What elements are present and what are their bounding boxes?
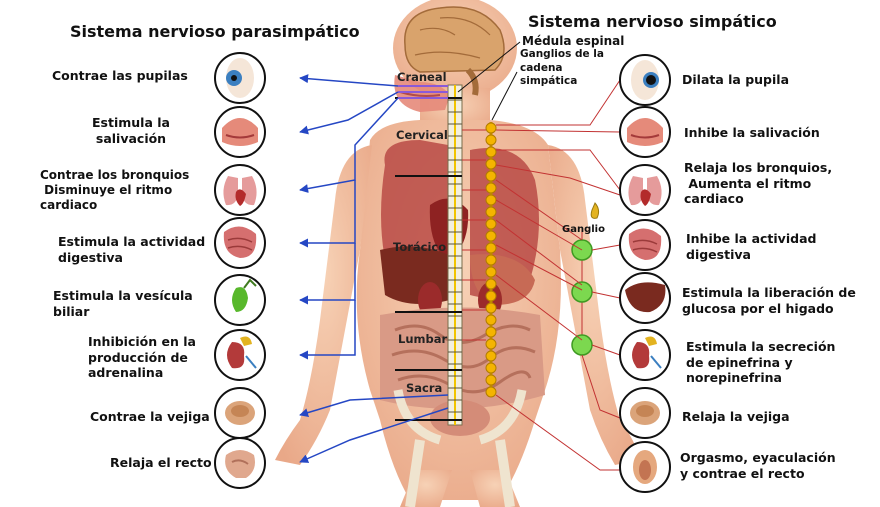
para-effect-adrenaline-line-1: Inhibición en la [88, 334, 196, 350]
symp-effect-salivation-line-1: Inhibe la salivación [684, 125, 820, 141]
para-effect-gallbladder: Estimula la vesícula biliar [53, 288, 193, 319]
para-effect-rectum-line-1: Relaja el recto [110, 455, 212, 471]
para-effect-adrenaline: Inhibición en la producción de adrenalin… [88, 334, 196, 381]
para-effect-digestion-line-2: digestiva [58, 250, 205, 266]
para-effect-bronchi-line-1: Contrae los bronquios [40, 168, 189, 183]
para-effect-digestion-line-1: Estimula la actividad [58, 234, 205, 250]
symp-effect-bronchi-line-1: Relaja los bronquios, [684, 160, 832, 176]
symp-effect-digestion-line-2: digestiva [686, 247, 816, 263]
left-organ-circles [215, 53, 265, 488]
genitals-icon [633, 450, 657, 484]
symp-effect-epinephrine-line-3: norepinefrina [686, 370, 835, 386]
para-effect-salivation: Estimula la salivación [92, 115, 170, 146]
symp-effect-pupil-line-1: Dilata la pupila [682, 72, 789, 88]
para-effect-bronchi: Contrae los bronquios Disminuye el ritmo… [40, 168, 189, 213]
region-toracico: Torácico [393, 240, 446, 254]
symp-effect-orgasm-line-1: Orgasmo, eyaculación [680, 450, 836, 466]
para-effect-salivation-line-2: salivación [92, 131, 170, 147]
right-organ-circles [620, 55, 670, 492]
region-sacra: Sacra [406, 381, 442, 395]
symp-effect-bladder-line-1: Relaja la vejiga [682, 409, 790, 425]
sympathetic-title: Sistema nervioso simpático [528, 12, 777, 32]
para-effect-bronchi-line-2: Disminuye el ritmo [40, 183, 189, 198]
symp-effect-orgasm-line-2: y contrae el recto [680, 466, 836, 482]
spinal-cord-label: Médula espinal [522, 34, 624, 49]
symp-effect-bronchi: Relaja los bronquios, Aumenta el ritmo c… [684, 160, 832, 207]
region-cervical: Cervical [396, 128, 448, 142]
symp-effect-digestion-line-1: Inhibe la actividad [686, 231, 816, 247]
symp-effect-bronchi-line-2: Aumenta el ritmo [684, 176, 832, 192]
parasympathetic-title: Sistema nervioso parasimpático [70, 22, 360, 42]
bladder-icon [225, 401, 255, 425]
para-effect-adrenaline-line-2: producción de [88, 350, 196, 366]
para-effect-digestion: Estimula la actividad digestiva [58, 234, 205, 265]
chain-ganglia-line-3: simpática [520, 75, 604, 89]
symp-effect-epinephrine-line-2: de epinefrina y [686, 355, 835, 371]
symp-effect-digestion: Inhibe la actividad digestiva [686, 231, 816, 262]
para-effect-bladder-line-1: Contrae la vejiga [90, 409, 210, 425]
symp-effect-bronchi-line-3: cardiaco [684, 191, 832, 207]
para-effect-pupils: Contrae las pupilas [52, 68, 188, 84]
symp-effect-glucose-line-2: glucosa por el higado [682, 301, 856, 317]
para-effect-rectum: Relaja el recto [110, 455, 212, 471]
para-effect-gallbladder-line-2: biliar [53, 304, 193, 320]
bladder-icon [630, 401, 660, 425]
chain-ganglia-line-1: Ganglios de la [520, 48, 604, 62]
region-lumbar: Lumbar [398, 332, 447, 346]
symp-effect-glucose-line-1: Estimula la liberación de [682, 285, 856, 301]
eye-icon [631, 60, 659, 100]
para-effect-bladder: Contrae la vejiga [90, 409, 210, 425]
chain-ganglia-label: Ganglios de la cadena simpática [520, 48, 604, 89]
symp-effect-orgasm: Orgasmo, eyaculación y contrae el recto [680, 450, 836, 481]
ganglion-label: Ganglio [562, 224, 605, 237]
para-effect-gallbladder-line-1: Estimula la vesícula [53, 288, 193, 304]
symp-effect-bladder: Relaja la vejiga [682, 409, 790, 425]
chain-ganglia-line-2: cadena [520, 62, 604, 76]
para-effect-bronchi-line-3: cardiaco [40, 198, 189, 213]
symp-effect-epinephrine-line-1: Estimula la secreción [686, 339, 835, 355]
symp-effect-salivation: Inhibe la salivación [684, 125, 820, 141]
region-craneal: Craneal [397, 70, 447, 84]
symp-effect-pupil: Dilata la pupila [682, 72, 789, 88]
symp-effect-epinephrine: Estimula la secreción de epinefrina y no… [686, 339, 835, 386]
para-effect-pupils-line-1: Contrae las pupilas [52, 68, 188, 84]
eye-icon [226, 58, 254, 98]
para-effect-adrenaline-line-3: adrenalina [88, 365, 196, 381]
symp-effect-glucose: Estimula la liberación de glucosa por el… [682, 285, 856, 316]
para-effect-salivation-line-1: Estimula la [92, 115, 170, 131]
